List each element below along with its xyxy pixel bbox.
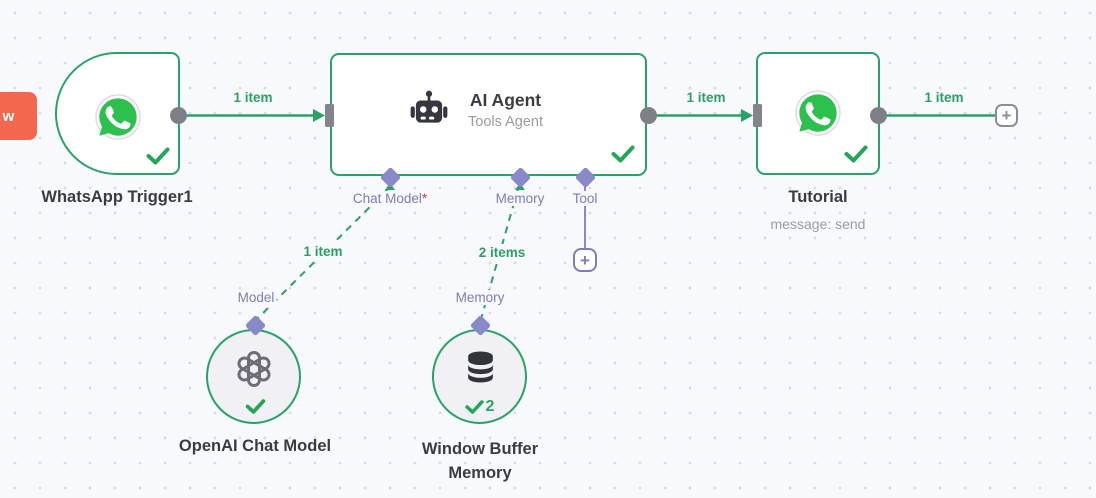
items-count-chat-model: 1 item: [299, 243, 347, 260]
agent-subtitle: Tools Agent: [468, 113, 543, 130]
buffer-port-label: Memory: [453, 290, 507, 305]
success-check-icon: [245, 399, 266, 414]
items-count-tutorial-next: 1 item: [924, 90, 964, 105]
node-ai-agent[interactable]: AI Agent Tools Agent: [330, 53, 647, 176]
clipped-workflow-button[interactable]: w: [0, 92, 37, 140]
items-count-trigger-agent: 1 item: [233, 90, 273, 105]
tutorial-node-label: Tutorial: [788, 188, 848, 206]
add-tool-button[interactable]: +: [573, 248, 597, 272]
agent-chat-model-connector-label: Chat Model*: [350, 191, 430, 206]
agent-tool-connector-label: Tool: [570, 191, 600, 206]
openai-port-label: Model: [235, 290, 277, 305]
connection-arrow-into-agent: [313, 109, 325, 122]
plus-icon: +: [580, 250, 590, 270]
connection-arrow-into-tutorial: [741, 109, 753, 122]
whatsapp-icon: [795, 90, 841, 136]
plus-icon: +: [1001, 106, 1012, 125]
clipped-button-label: w: [2, 107, 15, 125]
agent-title: AI Agent: [469, 89, 542, 110]
buffer-node-label: Window Buffer Memory: [421, 440, 539, 483]
run-count-badge: 2: [485, 398, 495, 415]
whatsapp-icon: [95, 94, 141, 140]
tutorial-output-endpoint[interactable]: [869, 107, 887, 124]
agent-content: AI Agent Tools Agent: [332, 55, 645, 174]
required-asterisk: *: [421, 191, 428, 206]
trigger-node-label: WhatsApp Trigger1: [41, 188, 193, 206]
openai-icon: [237, 351, 271, 387]
node-tutorial[interactable]: [756, 52, 880, 175]
items-count-memory: 2 items: [474, 244, 530, 261]
node-openai-chat-model[interactable]: [206, 329, 301, 424]
success-check-icon: [611, 145, 635, 163]
success-check-icon: [464, 400, 484, 414]
items-count-agent-tutorial: 1 item: [686, 90, 726, 105]
success-check-icon: [146, 147, 170, 165]
agent-output-endpoint[interactable]: [639, 107, 657, 124]
success-check-icon: [844, 145, 868, 163]
agent-memory-connector-label: Memory: [493, 191, 547, 206]
trigger-output-endpoint[interactable]: [170, 107, 187, 124]
chat-model-label-text: Chat Model: [352, 191, 422, 206]
tutorial-input-port[interactable]: [753, 104, 762, 127]
node-whatsapp-trigger[interactable]: [55, 52, 180, 175]
openai-node-label: OpenAI Chat Model: [178, 437, 332, 455]
node-window-buffer-memory[interactable]: 2: [432, 329, 527, 424]
database-icon: [468, 351, 493, 383]
robot-icon: [410, 90, 448, 123]
add-node-button[interactable]: +: [995, 104, 1018, 127]
agent-input-port[interactable]: [325, 104, 334, 127]
buffer-run-status: 2: [434, 398, 525, 416]
tutorial-node-sublabel: message: send: [770, 216, 866, 232]
